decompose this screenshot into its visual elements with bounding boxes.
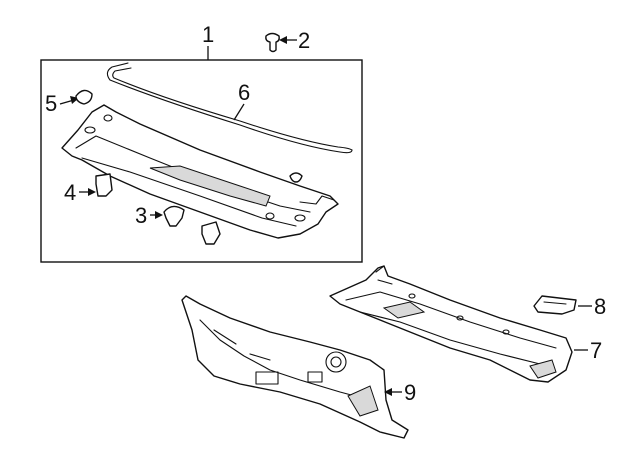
cowl-reinforcement-part-7 — [329, 265, 573, 383]
grommet-small — [289, 172, 303, 183]
clip-extra — [201, 221, 221, 245]
callout-9[interactable]: 9 — [384, 380, 416, 405]
callout-3-label: 3 — [135, 203, 147, 228]
clip-part-3 — [163, 205, 185, 227]
cowl-cover-panel — [61, 104, 339, 239]
assembly-group-box — [40, 59, 363, 263]
callout-9-label: 9 — [404, 380, 416, 405]
callout-3[interactable]: 3 — [135, 203, 185, 228]
clip-part-2 — [265, 32, 280, 53]
callout-4[interactable]: 4 — [64, 173, 113, 205]
retainer-part-4 — [95, 173, 113, 197]
dash-panel-part-9 — [181, 295, 409, 439]
callout-1[interactable]: 1 — [202, 22, 214, 60]
callout-2-label: 2 — [298, 28, 310, 53]
callout-4-label: 4 — [64, 180, 76, 205]
callout-5[interactable]: 5 — [45, 89, 93, 116]
callout-7-label: 7 — [590, 338, 602, 363]
callout-7[interactable]: 7 — [574, 338, 602, 363]
insulator-part-8[interactable]: 8 — [533, 294, 606, 319]
weatherstrip-seal-part-6 — [106, 62, 353, 154]
callout-8-label: 8 — [594, 294, 606, 319]
callout-2[interactable]: 2 — [265, 28, 310, 53]
callout-5-label: 5 — [45, 91, 57, 116]
callout-1-label: 1 — [202, 22, 214, 47]
callout-6[interactable]: 6 — [233, 80, 250, 121]
callout-6-label: 6 — [238, 80, 250, 105]
grommet-part-5 — [75, 89, 93, 105]
